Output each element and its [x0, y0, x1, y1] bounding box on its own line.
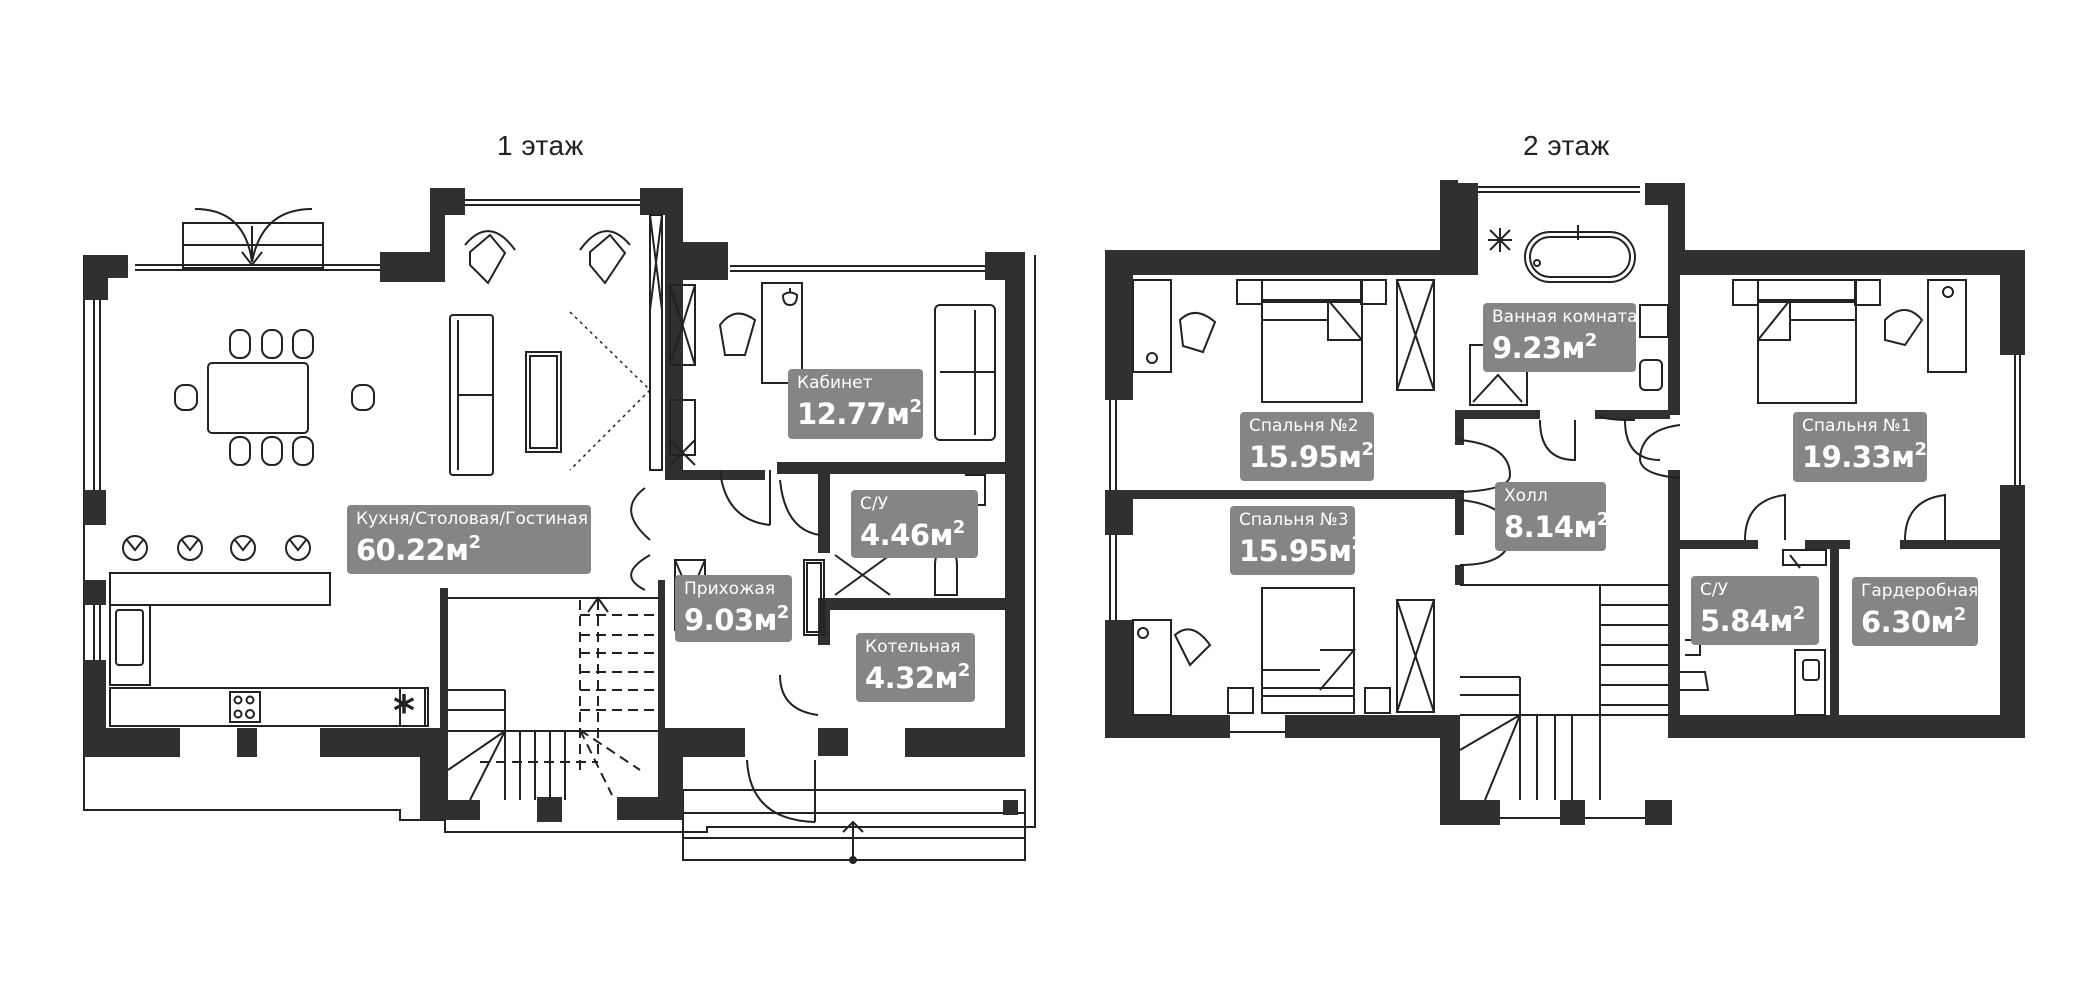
room-area: 4.46м2	[860, 517, 965, 552]
room-area: 12.77м2	[797, 396, 922, 431]
room-area: 60.22м2	[356, 532, 481, 567]
room-label-hallway: Прихожая 9.03м2	[675, 575, 792, 642]
room-area: 4.32м2	[865, 660, 970, 695]
room-label-bedroom-3: Спальня №3 15.95м2	[1230, 506, 1364, 575]
room-name: С/У	[1700, 580, 1728, 600]
room-name: Котельная	[865, 637, 961, 657]
room-area: 8.14м2	[1504, 509, 1609, 544]
room-label-wc-2: С/У 5.84м2	[1691, 576, 1819, 645]
room-area: 6.30м2	[1861, 604, 1966, 639]
room-label-bathroom: Ванная комната 9.23м2	[1483, 303, 1638, 372]
room-area: 15.95м2	[1239, 533, 1364, 568]
room-label-wardrobe: Гардеробная 6.30м2	[1852, 577, 1978, 646]
room-area: 5.84м2	[1700, 603, 1805, 638]
floor-2-title: 2 этаж	[1523, 130, 1610, 161]
room-name: Спальня №1	[1802, 416, 1912, 436]
room-name: Ванная комната	[1492, 307, 1638, 327]
svg-text:*: *	[393, 686, 415, 735]
room-label-bedroom-1: Спальня №1 19.33м2	[1793, 412, 1927, 482]
room-area: 19.33м2	[1802, 439, 1927, 474]
room-name: Кухня/Столовая/Гостиная	[356, 509, 588, 529]
room-area: 15.95м2	[1249, 439, 1374, 474]
room-name: С/У	[860, 494, 888, 514]
room-label-wc-1: С/У 4.46м2	[851, 490, 978, 558]
room-label-study: Кабинет 12.77м2	[788, 369, 923, 439]
room-label-bedroom-2: Спальня №2 15.95м2	[1240, 412, 1374, 481]
room-label-kitchen-living: Кухня/Столовая/Гостиная 60.22м2	[347, 505, 591, 574]
room-label-boiler-room: Котельная 4.32м2	[856, 633, 975, 702]
room-label-hall: Холл 8.14м2	[1495, 482, 1609, 551]
room-area: 9.23м2	[1492, 330, 1597, 365]
room-name: Холл	[1504, 486, 1548, 506]
room-name: Спальня №2	[1249, 416, 1359, 436]
room-name: Прихожая	[684, 579, 776, 599]
room-area: 9.03м2	[684, 602, 789, 637]
room-name: Кабинет	[797, 373, 873, 393]
room-name: Гардеробная	[1861, 581, 1979, 601]
floor-1-title: 1 этаж	[497, 130, 584, 161]
room-name: Спальня №3	[1239, 510, 1349, 530]
